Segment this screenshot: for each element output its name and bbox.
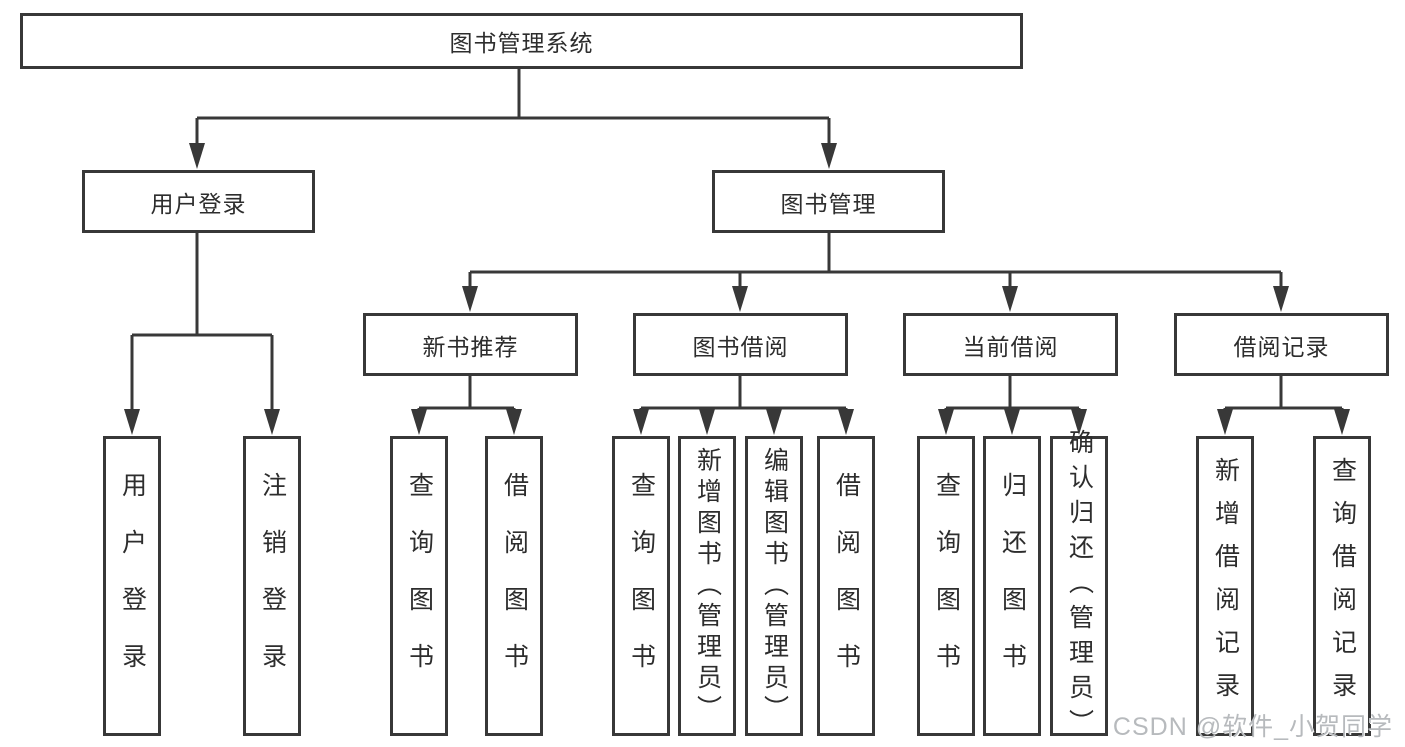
leaf-logout-label: 注销登录: [258, 472, 287, 700]
leaf-edit-book-admin-label: 编辑图书（管理员）: [760, 446, 789, 726]
node-user-login: 用户登录: [82, 170, 315, 233]
leaf-borrow-books: 借阅图书: [817, 436, 875, 736]
leaf-query-books-recommend: 查询图书: [390, 436, 448, 736]
node-root: 图书管理系统: [20, 13, 1023, 69]
leaf-borrow-books-recommend: 借阅图书: [485, 436, 543, 736]
leaf-edit-book-admin: 编辑图书（管理员）: [745, 436, 803, 736]
leaf-return-books: 归还图书: [983, 436, 1041, 736]
node-new-book-recommend-label: 新书推荐: [422, 333, 519, 360]
watermark: CSDN @软件_小贺同学: [1112, 713, 1393, 741]
node-root-label: 图书管理系统: [449, 30, 594, 56]
leaf-user-login: 用户登录: [103, 436, 161, 736]
node-new-book-recommend: 新书推荐: [363, 313, 578, 376]
node-book-borrow-label: 图书借阅: [692, 333, 789, 360]
node-current-borrow-label: 当前借阅: [962, 333, 1059, 360]
leaf-confirm-return-admin: 确认归还（管理员）: [1050, 429, 1108, 744]
leaf-query-books-borrow: 查询图书: [612, 436, 670, 736]
leaf-borrow-books-label: 借阅图书: [832, 472, 861, 700]
leaf-query-borrow-record: 查询借阅记录: [1313, 436, 1371, 736]
node-book-management-label: 图书管理: [780, 190, 877, 217]
node-book-management: 图书管理: [712, 170, 945, 233]
leaf-return-books-label: 归还图书: [998, 472, 1027, 700]
node-borrow-records-label: 借阅记录: [1233, 333, 1330, 360]
leaf-query-books-borrow-label: 查询图书: [627, 472, 656, 700]
leaf-query-books-current: 查询图书: [917, 436, 975, 736]
leaf-query-books-recommend-label: 查询图书: [405, 472, 434, 700]
leaf-add-book-admin-label: 新增图书（管理员）: [693, 446, 722, 726]
node-borrow-records: 借阅记录: [1174, 313, 1389, 376]
leaf-add-borrow-record: 新增借阅记录: [1196, 436, 1254, 736]
node-user-login-label: 用户登录: [150, 190, 247, 217]
leaf-query-borrow-record-label: 查询借阅记录: [1328, 457, 1357, 715]
leaf-add-borrow-record-label: 新增借阅记录: [1211, 457, 1240, 715]
arrowhead-icons: [124, 143, 1350, 435]
leaf-add-book-admin: 新增图书（管理员）: [678, 436, 736, 736]
leaf-query-books-current-label: 查询图书: [932, 472, 961, 700]
leaf-borrow-books-recommend-label: 借阅图书: [500, 472, 529, 700]
leaf-logout: 注销登录: [243, 436, 301, 736]
node-book-borrow: 图书借阅: [633, 313, 848, 376]
leaf-user-login-label: 用户登录: [118, 472, 147, 700]
node-current-borrow: 当前借阅: [903, 313, 1118, 376]
leaf-confirm-return-admin-label: 确认归还（管理员）: [1065, 428, 1094, 744]
